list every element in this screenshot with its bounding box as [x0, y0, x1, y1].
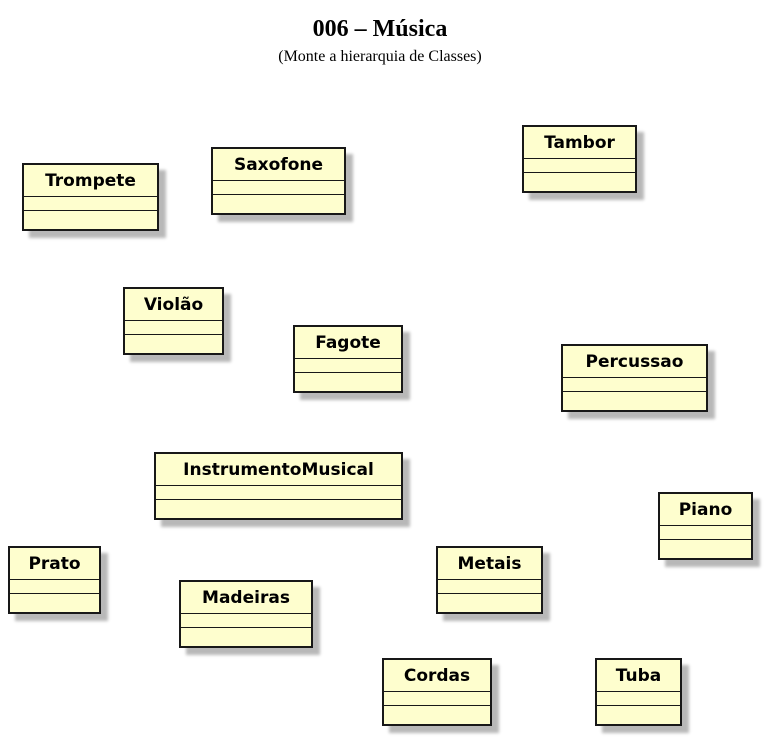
class-attributes-compartment: [10, 580, 99, 594]
class-name: Trompete: [24, 165, 157, 197]
class-operations-compartment: [156, 500, 401, 517]
class-box-metais[interactable]: Metais: [436, 546, 543, 614]
class-box-cordas[interactable]: Cordas: [382, 658, 492, 726]
class-attributes-compartment: [125, 321, 222, 335]
diagram-subtitle: (Monte a hierarquia de Classes): [278, 48, 482, 65]
class-attributes-compartment: [384, 692, 490, 706]
class-operations-compartment: [125, 335, 222, 352]
class-name: Violão: [125, 289, 222, 321]
class-operations-compartment: [384, 706, 490, 723]
class-operations-compartment: [438, 594, 541, 611]
class-attributes-compartment: [438, 580, 541, 594]
class-box-piano[interactable]: Piano: [658, 492, 753, 560]
class-name: Piano: [660, 494, 751, 526]
class-box-saxofone[interactable]: Saxofone: [211, 147, 346, 215]
class-operations-compartment: [295, 373, 401, 390]
class-attributes-compartment: [213, 181, 344, 195]
class-operations-compartment: [563, 392, 706, 409]
class-name: Tuba: [597, 660, 680, 692]
class-operations-compartment: [24, 211, 157, 228]
class-box-madeiras[interactable]: Madeiras: [179, 580, 313, 648]
class-box-prato[interactable]: Prato: [8, 546, 101, 614]
class-attributes-compartment: [181, 614, 311, 628]
diagram-title: 006 – Música: [312, 16, 448, 42]
class-operations-compartment: [597, 706, 680, 723]
class-operations-compartment: [213, 195, 344, 212]
class-attributes-compartment: [156, 486, 401, 500]
class-attributes-compartment: [295, 359, 401, 373]
class-box-tambor[interactable]: Tambor: [522, 125, 637, 193]
class-box-percussao[interactable]: Percussao: [561, 344, 708, 412]
class-attributes-compartment: [24, 197, 157, 211]
class-name: Percussao: [563, 346, 706, 378]
class-name: Saxofone: [213, 149, 344, 181]
class-attributes-compartment: [597, 692, 680, 706]
class-name: Tambor: [524, 127, 635, 159]
class-box-violao[interactable]: Violão: [123, 287, 224, 355]
class-name: Prato: [10, 548, 99, 580]
class-name: Metais: [438, 548, 541, 580]
class-name: Cordas: [384, 660, 490, 692]
class-attributes-compartment: [563, 378, 706, 392]
class-name: Fagote: [295, 327, 401, 359]
class-box-instrumentomusical[interactable]: InstrumentoMusical: [154, 452, 403, 520]
class-box-fagote[interactable]: Fagote: [293, 325, 403, 393]
class-operations-compartment: [181, 628, 311, 645]
class-operations-compartment: [524, 173, 635, 190]
class-name: InstrumentoMusical: [156, 454, 401, 486]
class-operations-compartment: [10, 594, 99, 611]
class-attributes-compartment: [660, 526, 751, 540]
class-box-trompete[interactable]: Trompete: [22, 163, 159, 231]
class-name: Madeiras: [181, 582, 311, 614]
class-box-tuba[interactable]: Tuba: [595, 658, 682, 726]
class-operations-compartment: [660, 540, 751, 557]
class-attributes-compartment: [524, 159, 635, 173]
